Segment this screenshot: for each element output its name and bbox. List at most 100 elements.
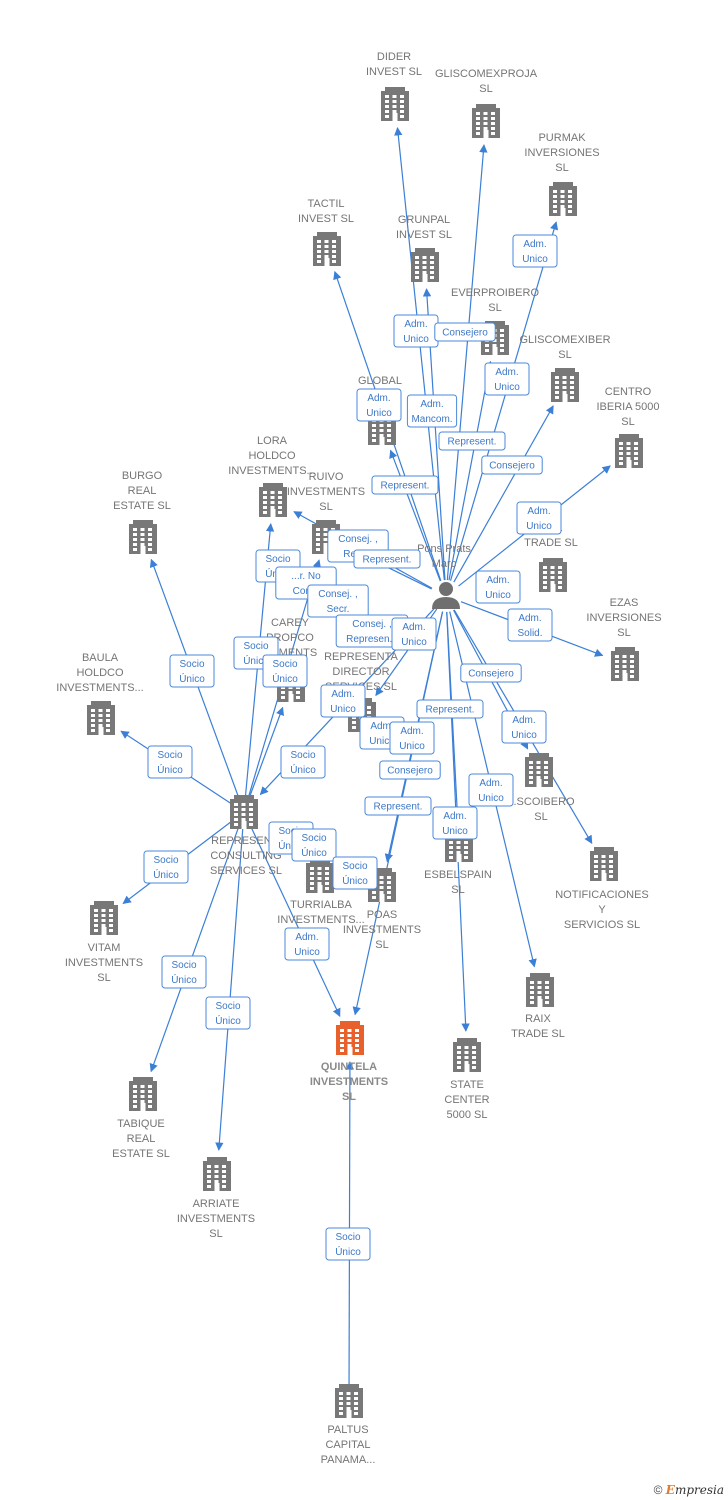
relation-label[interactable]: Represent.: [371, 475, 439, 495]
relation-label[interactable]: Adm.Unico: [391, 617, 437, 651]
node-label: SL: [375, 939, 388, 951]
node-label: SL: [97, 972, 110, 984]
relation-label-text: Represen...: [346, 634, 398, 645]
relation-label[interactable]: Adm.Unico: [475, 570, 521, 604]
relation-label[interactable]: Adm.Unico: [512, 234, 558, 268]
node-label: SL: [534, 811, 547, 823]
relation-label[interactable]: Represent.: [438, 431, 506, 451]
node-baula[interactable]: BAULAHOLDCOINVESTMENTS...: [56, 652, 144, 735]
relation-label[interactable]: Adm.Mancom.: [406, 394, 458, 428]
node-label: ESBELSPAIN: [424, 869, 492, 881]
brand-logo-initial: E: [665, 1483, 675, 1497]
node-label: INVESTMENTS: [287, 486, 365, 498]
relation-label-text: Unico: [526, 521, 552, 532]
brand-logo[interactable]: Empresia: [666, 1483, 724, 1497]
edge-represen_consulting-to-tabique: [149, 826, 240, 1073]
node-label: SL: [555, 162, 568, 174]
relation-labels-layer: Adm.UnicoConsejeroAdm.UnicoAdm.UnicoAdm.…: [143, 234, 562, 1261]
relation-label[interactable]: Adm.Unico: [484, 362, 530, 396]
relation-label[interactable]: Represent.: [364, 796, 432, 816]
node-label: GLISCOMEXIBER: [519, 334, 610, 346]
relation-label[interactable]: Adm.Unico: [320, 684, 366, 718]
relation-label-text: Socio: [335, 1232, 360, 1243]
relation-label[interactable]: Adm.Unico: [356, 388, 402, 422]
node-el_trade[interactable]: ...ELTRADE SL: [524, 522, 578, 592]
relation-label[interactable]: Adm.Unico: [468, 773, 514, 807]
node-label: BAULA: [82, 652, 119, 664]
relation-label[interactable]: Consej. ,Secr.: [307, 584, 369, 618]
node-label: SL: [558, 349, 571, 361]
relation-label[interactable]: Adm.Unico: [389, 721, 435, 755]
node-label: INVESTMENTS...: [56, 682, 143, 694]
relation-label-text: Adm.: [400, 726, 423, 737]
relation-label-text: Unico: [522, 254, 548, 265]
building-icon: [539, 558, 567, 592]
relation-label[interactable]: Adm.Solid.: [507, 608, 553, 642]
node-label: REAL: [127, 1133, 156, 1145]
node-label: 5000 SL: [447, 1109, 488, 1121]
relation-label[interactable]: Adm.Unico: [284, 927, 330, 961]
node-paltus[interactable]: PALTUSCAPITALPANAMA...: [321, 1384, 376, 1466]
relation-label[interactable]: Represent.: [353, 549, 421, 569]
relation-label-text: Único: [215, 1014, 241, 1027]
relation-label-text: Represent.: [374, 802, 423, 813]
relation-label[interactable]: Adm.Unico: [501, 710, 547, 744]
node-turrialba[interactable]: TURRIALBAINVESTMENTS...: [277, 859, 365, 926]
node-label: TRADE SL: [511, 1028, 565, 1040]
node-label: STATE: [450, 1079, 484, 1091]
relation-label-text: Consej. ,: [338, 534, 377, 545]
relation-label-text: Unico: [369, 736, 395, 747]
relation-label[interactable]: Consejero: [460, 663, 522, 683]
relation-label-text: Unico: [330, 704, 356, 715]
relation-label[interactable]: Consejero: [379, 760, 441, 780]
relation-label[interactable]: Adm.Unico: [432, 806, 478, 840]
edge-pons-to-global: [389, 449, 441, 582]
relation-label-text: Unico: [403, 334, 429, 345]
relation-label[interactable]: Consejero: [434, 322, 496, 342]
relation-label-text: Consej. ,: [352, 619, 391, 630]
relation-label[interactable]: Represent.: [416, 699, 484, 719]
relation-label-text: Unico: [401, 637, 427, 648]
relation-label[interactable]: Consejero: [481, 455, 543, 475]
building-icon: [87, 701, 115, 735]
node-label: INVESTMENTS: [343, 924, 421, 936]
node-label: REPRESENTA: [324, 651, 398, 663]
node-lora[interactable]: LORAHOLDCOINVESTMENTS...: [228, 435, 316, 517]
node-gliscomexibero[interactable]: GLISCOMEXIBER SL: [519, 334, 611, 402]
edge-pons-to-dider: [394, 127, 445, 581]
relation-label[interactable]: Adm.Unico: [516, 501, 562, 535]
relation-label[interactable]: Adm.Unico: [393, 314, 439, 348]
relation-label-text: Con...: [293, 586, 320, 597]
node-label: SERVICES SL: [210, 865, 282, 877]
